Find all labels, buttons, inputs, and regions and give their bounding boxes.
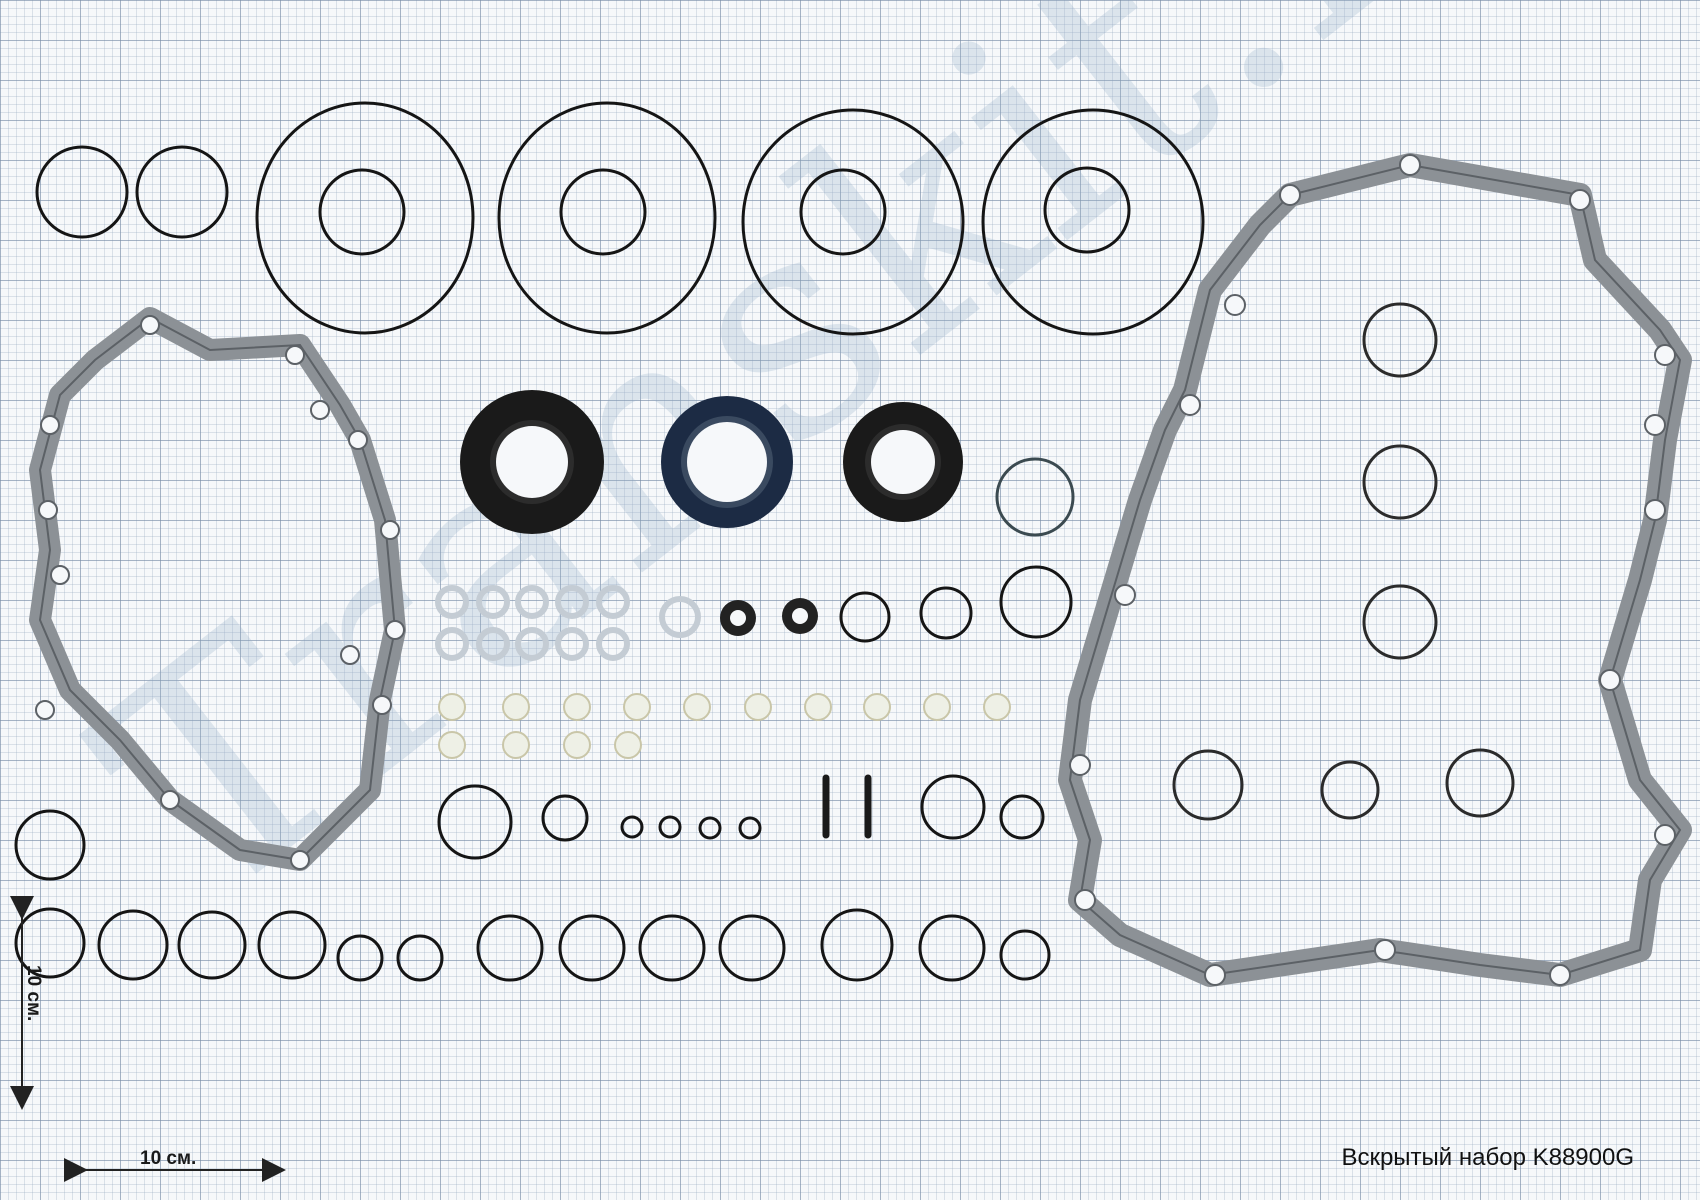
dowel-pins (822, 774, 872, 839)
left-cover-gasket (29, 307, 406, 871)
large-o-rings (35, 101, 1205, 336)
scale-horizontal-label: 10 см. (140, 1148, 197, 1169)
medium-o-rings (14, 565, 1073, 982)
scale-vertical-label: 10 см. (23, 965, 44, 1022)
copper-washers (435, 585, 701, 661)
snap-rings (1172, 302, 1515, 821)
shaft-seals (460, 390, 1075, 537)
plastic-clips (438, 693, 1011, 759)
small-seals (720, 598, 818, 636)
kit-caption: Вскрытый набор K88900G (1341, 1144, 1634, 1171)
right-cover-gasket (1058, 153, 1692, 987)
